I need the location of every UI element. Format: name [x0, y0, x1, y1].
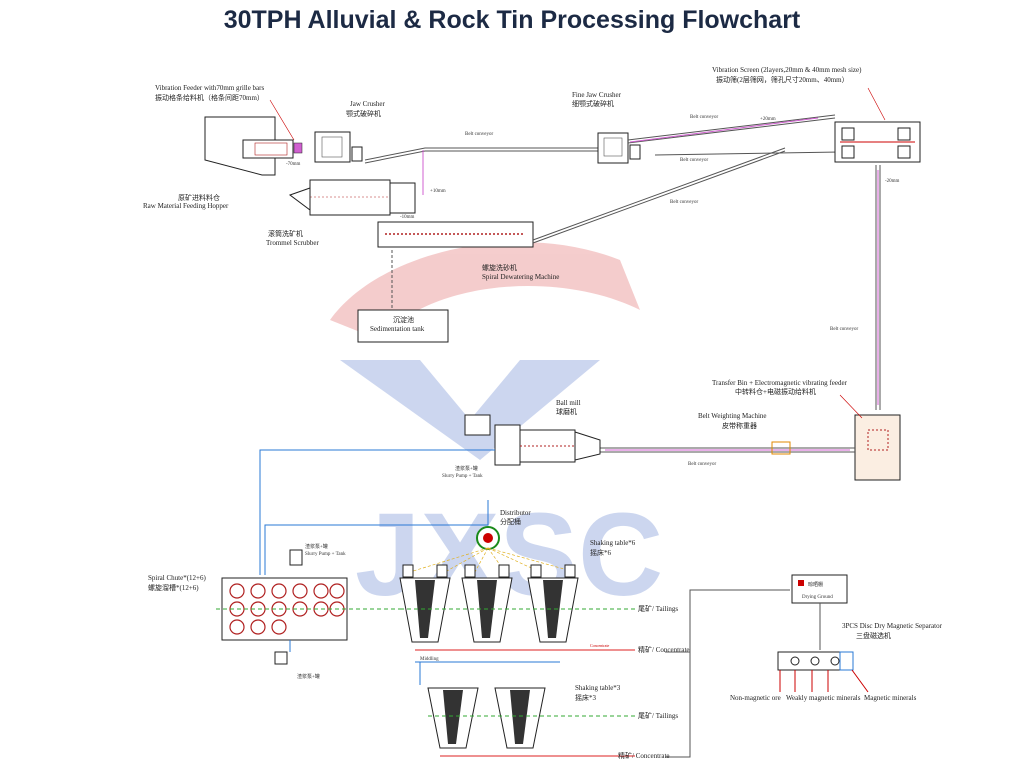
sedimentation-tank	[357, 309, 449, 343]
spiral-chute-array	[221, 577, 348, 641]
slurry-pump	[289, 549, 303, 566]
belt-conveyor-3	[654, 151, 841, 156]
size-plus10: +10mm	[430, 189, 446, 194]
ball-mill-label-cn: 球磨机	[556, 407, 577, 416]
drying-label-cn: 晾晒棚	[808, 581, 823, 588]
spiral-dewater-label-en: Spiral Dewatering Machine	[482, 273, 559, 281]
ball-mill	[464, 414, 601, 466]
size-minus10: -10mm	[400, 215, 415, 220]
slurry-pump-label-1: 渣浆泵+罐	[455, 465, 478, 472]
raw-material-hopper	[204, 116, 303, 176]
tailings-label-1: 尾矿/ Tailings	[638, 604, 678, 613]
jaw-crusher	[314, 131, 363, 163]
disc-magnetic-separator	[777, 651, 854, 671]
spiral-chute-label-en: Spiral Chute*(12+6)	[148, 574, 206, 582]
trommel-label-en: Trommel Scrubber	[266, 239, 319, 247]
transfer-bin-label-cn: 中转料仓+电磁振动给料机	[735, 387, 816, 396]
vib-screen-label-cn: 振动筛(2层筛网，筛孔尺寸20mm、40mm）	[716, 75, 849, 84]
drying-label-en: Drying Ground	[802, 595, 833, 600]
distributor-label-en: Distributor	[500, 509, 531, 517]
size-minus70: -70mm	[286, 162, 301, 167]
ball-mill-label-en: Ball mill	[556, 399, 581, 407]
slurry-pump-bottom	[274, 651, 288, 665]
transfer-bin-label-en: Transfer Bin + Electromagnetic vibrating…	[712, 379, 848, 387]
belt-label-5: Belt conveyor	[830, 327, 859, 332]
fine-jaw-label-en: Fine Jaw Crusher	[572, 91, 622, 99]
belt-weigh-label-en: Belt Weighting Machine	[698, 412, 767, 420]
output-magnetic: Magnetic minerals	[864, 694, 917, 702]
trommel-label-cn: 滚筒洗矿机	[268, 229, 303, 238]
shaking3-label-en: Shaking table*3	[575, 684, 621, 692]
slurry-pump-label-2-en: Slurry Pump + Tank	[305, 552, 346, 557]
slurry-pump-label-3: 渣浆泵+罐	[297, 673, 320, 680]
belt-conveyor-2	[627, 114, 836, 141]
belt-conveyor-1	[364, 147, 600, 161]
distributor	[476, 526, 500, 550]
belt-label-4: Belt conveyor	[670, 200, 699, 205]
spiral-dewater-label-cn: 螺旋洗砂机	[482, 263, 517, 272]
trommel-scrubber	[288, 179, 416, 216]
disc-sep-label-cn: 三盘磁选机	[856, 631, 891, 640]
leader-line	[269, 99, 295, 141]
vib-feeder-label-cn: 振动格条给料机（格条间距70mm）	[155, 93, 264, 102]
sed-tank-label-en: Sedimentation tank	[370, 325, 425, 333]
slurry-pump-label-1-en: Slurry Pump + Tank	[442, 474, 483, 479]
vib-feeder-label-en: Vibration Feeder with70mm grille bars	[155, 84, 264, 92]
belt-weighing-machine	[771, 441, 791, 455]
vib-screen-label-en: Vibration Screen (2layers,20mm & 40mm me…	[712, 66, 862, 74]
belt-label-3: Belt conveyor	[680, 158, 709, 163]
middling-label-1: Middling	[420, 657, 439, 662]
spiral-chute-label-cn: 螺旋溜槽*(12+6)	[148, 583, 199, 592]
output-weakly-magnetic: Weakly magnetic minerals	[786, 694, 861, 702]
jaw-crusher-label-cn: 颚式破碎机	[346, 109, 381, 118]
concentrate-label-2: 精矿/ Concentrate	[618, 751, 670, 760]
size-plus20: +20mm	[760, 117, 776, 122]
belt-label-2: Belt conveyor	[690, 115, 719, 120]
spiral-dewatering-machine	[377, 221, 534, 248]
belt-label-6: Belt conveyor	[688, 462, 717, 467]
sed-tank-label-cn: 沉淀池	[393, 315, 414, 324]
jaw-crusher-label-en: Jaw Crusher	[350, 100, 385, 108]
water-line-1	[259, 449, 495, 575]
raw-hopper-label-en: Raw Material Feeding Hopper	[143, 202, 229, 210]
raw-hopper-label-cn: 原矿进料料仓	[178, 193, 220, 202]
concentrate-label-1: 精矿/ Concentrate	[638, 645, 690, 654]
tailings-label-2: 尾矿/ Tailings	[638, 711, 678, 720]
water-line-2	[264, 500, 489, 575]
concentrate-route	[665, 589, 790, 653]
output-non-magnetic: Non-magnetic ore	[730, 694, 781, 702]
belt-weigh-label-cn: 皮带称重器	[722, 421, 757, 430]
belt-label-1: Belt conveyor	[465, 132, 494, 137]
shaking3-label-cn: 摇床*3	[575, 693, 596, 702]
shaking6-label-en: Shaking table*6	[590, 539, 636, 547]
vibration-screen	[834, 121, 921, 163]
size-minus20: -20mm	[885, 179, 900, 184]
slurry-pump-label-2: 渣浆泵+罐	[305, 543, 328, 550]
fine-jaw-crusher	[597, 132, 641, 164]
distributor-label-cn: 分配桶	[500, 517, 521, 526]
shaking6-label-cn: 摇床*6	[590, 548, 611, 557]
shaking-tables-3	[427, 687, 546, 749]
disc-sep-label-en: 3PCS Disc Dry Magnetic Separator	[842, 622, 943, 630]
drying-ground	[791, 574, 848, 604]
concentrate-small-1: Concentrate	[590, 643, 610, 648]
belt-conveyor-4	[532, 147, 786, 241]
fine-jaw-label-cn: 细颚式破碎机	[572, 99, 614, 108]
transfer-bin	[854, 414, 901, 481]
shaking-tables-6	[399, 564, 579, 643]
page-title: 30TPH Alluvial & Rock Tin Processing Flo…	[223, 6, 801, 34]
